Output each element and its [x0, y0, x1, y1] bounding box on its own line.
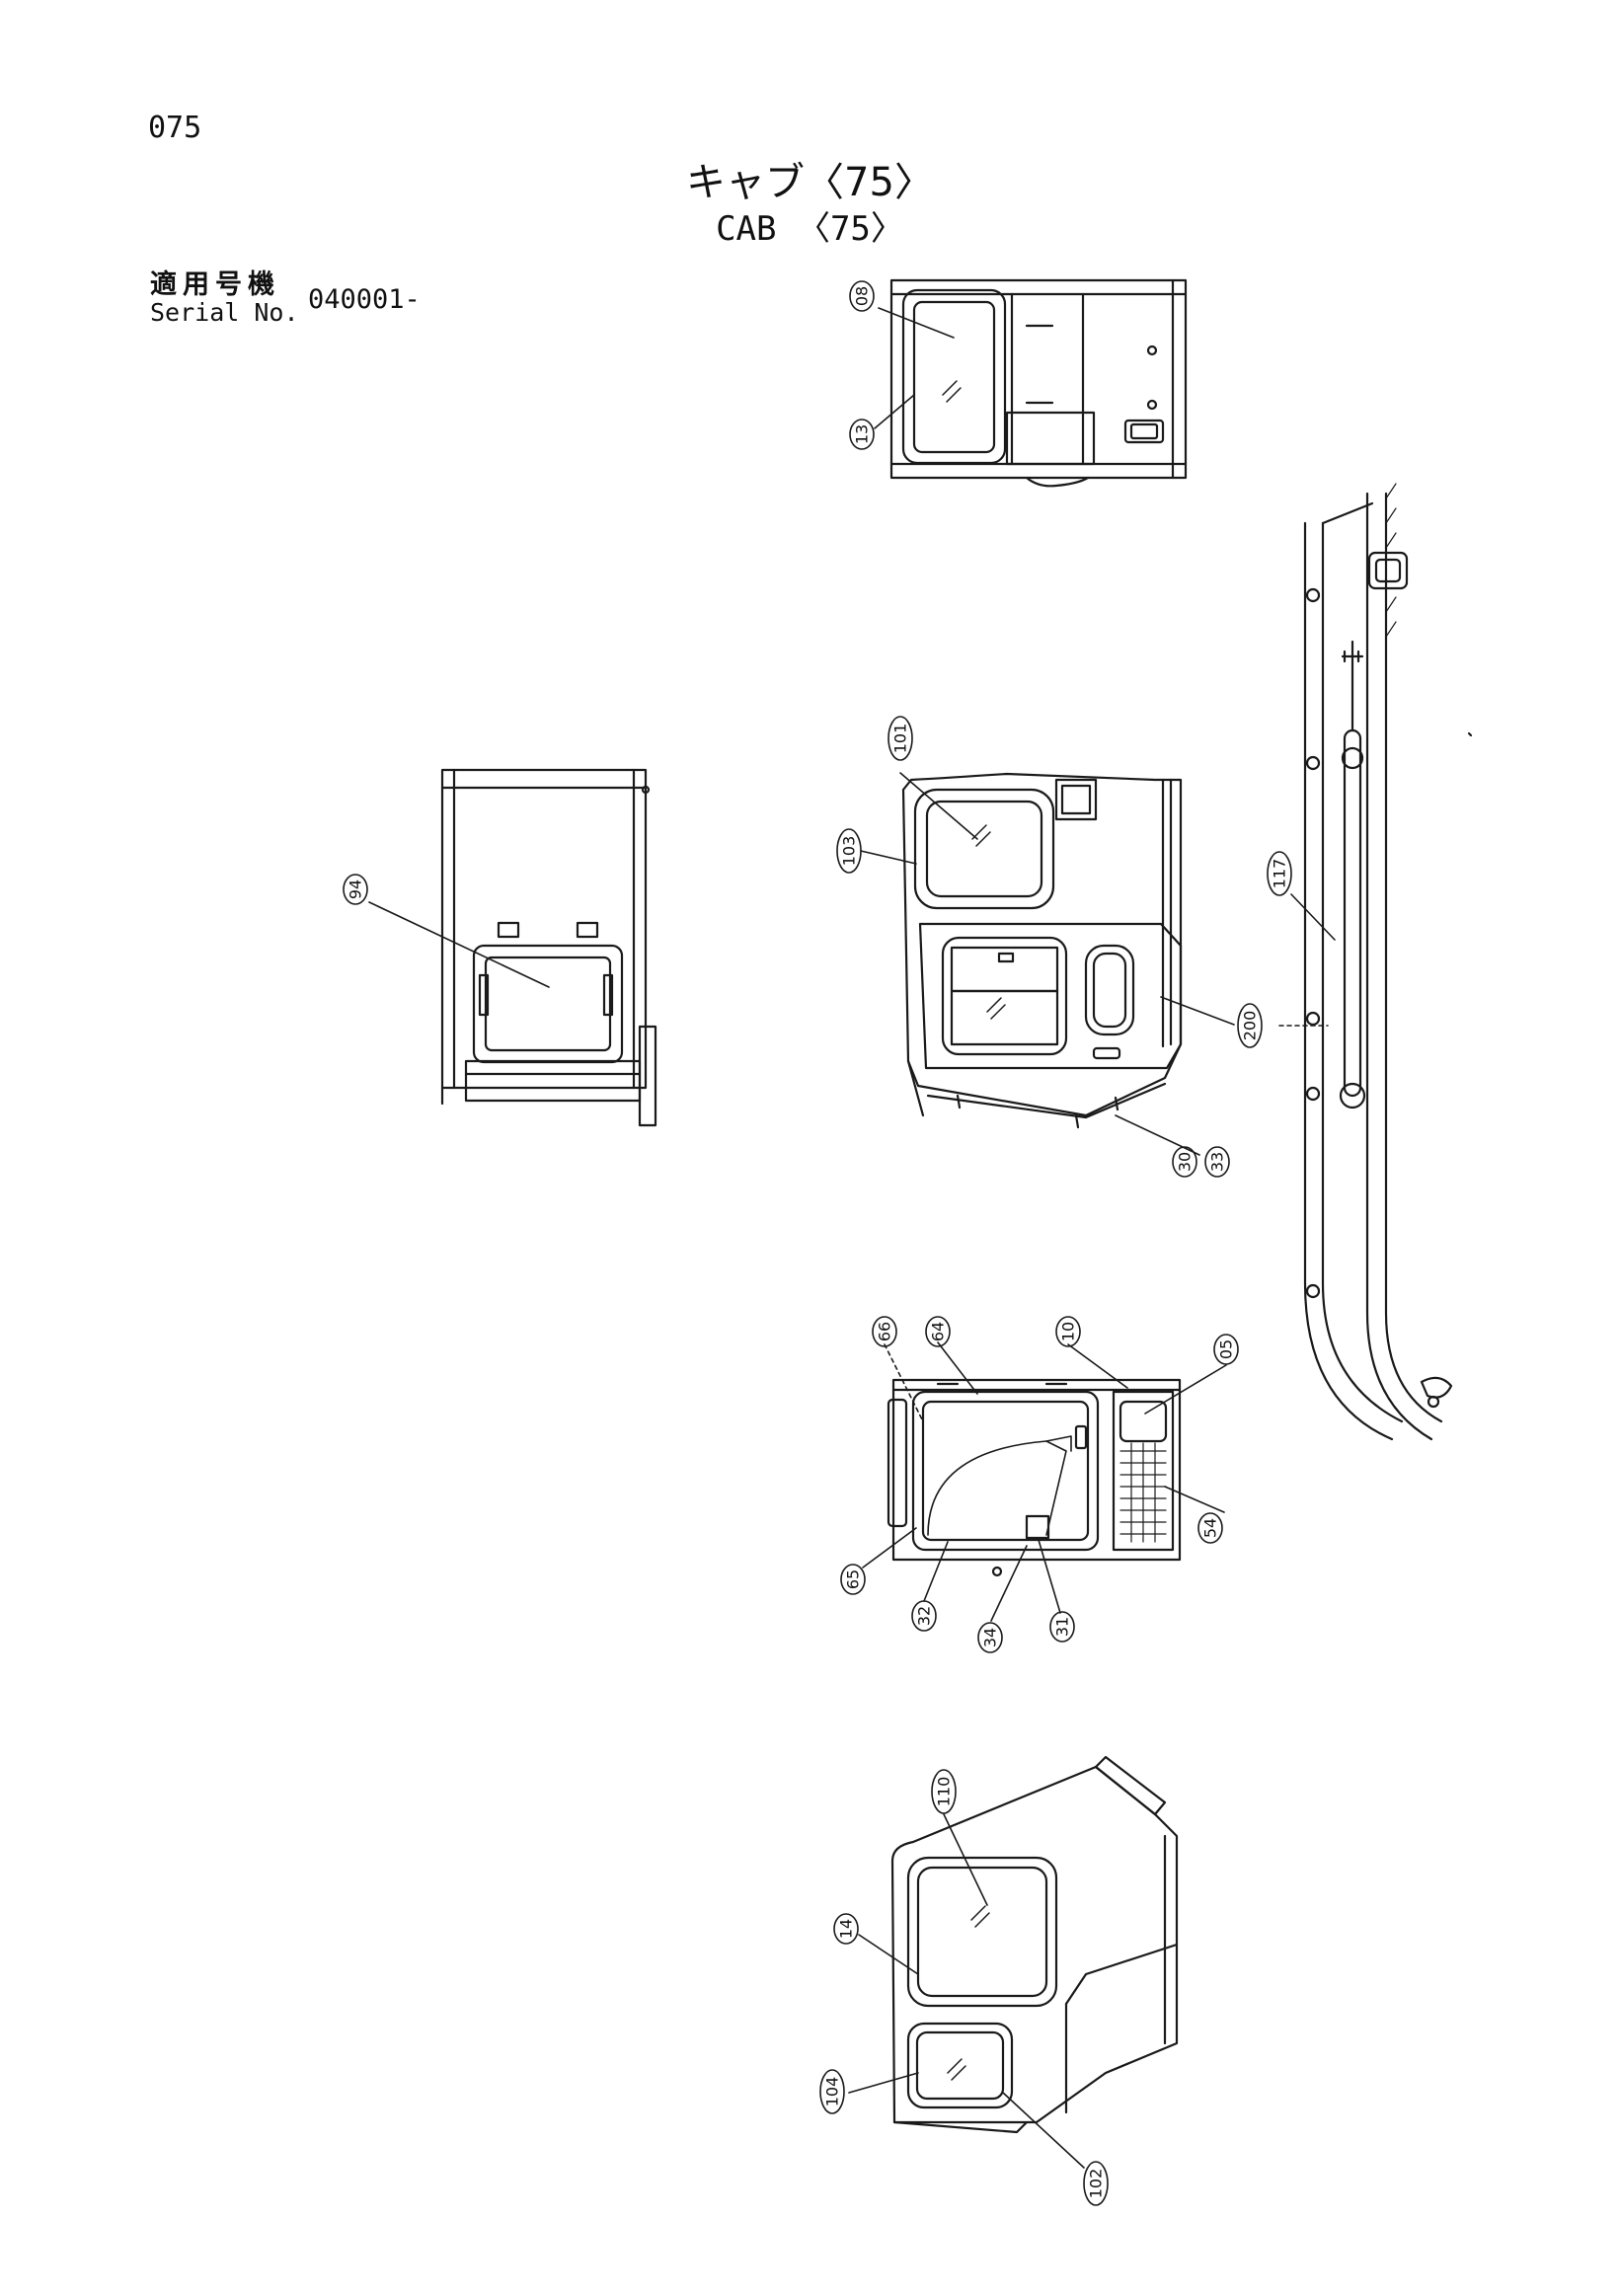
front-glass: [921, 1400, 1090, 1542]
roof-hatch-box: [1005, 411, 1096, 466]
upper-window-frame: [913, 788, 1055, 910]
handrail-outer: [1384, 492, 1443, 1423]
front-grille: [1112, 1390, 1175, 1552]
gas-strut: [1343, 728, 1362, 1098]
callout-102: 102: [1087, 2169, 1106, 2199]
callout-31: 31: [1053, 1617, 1072, 1637]
callout-104: 104: [823, 2077, 842, 2107]
front-window-frame: [911, 1390, 1100, 1552]
page-number: 075: [148, 111, 202, 145]
callout-94: 94: [347, 880, 365, 899]
view-roof: [889, 278, 1188, 488]
callout-34: 34: [981, 1628, 1000, 1647]
callout-bubbles: [343, 280, 1292, 2206]
callout-65: 65: [844, 1569, 863, 1589]
right-lower-window-frame: [906, 2022, 1014, 2109]
callout-66: 66: [876, 1322, 894, 1341]
callout-33: 33: [1208, 1152, 1227, 1172]
callout-30: 30: [1176, 1152, 1195, 1172]
door-small-window: [1084, 944, 1135, 1036]
rear-glass: [484, 956, 612, 1052]
door-window-frame: [941, 936, 1068, 1056]
view-right-side: [890, 1755, 1179, 2134]
view-rear: [440, 768, 657, 1127]
view-handrail: [1303, 483, 1473, 1441]
callout-117: 117: [1271, 859, 1289, 889]
right-upper-window-frame: [906, 1856, 1058, 2008]
page-title-japanese: キャブ〈75〉: [686, 160, 934, 205]
callout-200: 200: [1241, 1011, 1260, 1041]
callout-08: 08: [853, 286, 872, 306]
callout-110: 110: [935, 1777, 954, 1807]
callout-05: 05: [1217, 1339, 1236, 1359]
callout-54: 54: [1201, 1518, 1220, 1538]
callout-64: 64: [929, 1322, 948, 1341]
serial-number-value: 040001-: [308, 284, 421, 315]
page-title-english: CAB 〈75〉: [716, 209, 904, 249]
callout-32: 32: [915, 1606, 934, 1626]
callout-101: 101: [891, 724, 910, 754]
callout-13: 13: [853, 424, 872, 444]
callout-103: 103: [840, 836, 859, 867]
roof-window-frame: [901, 288, 1007, 465]
door-panel: [918, 922, 1183, 1070]
leader-lines: [368, 307, 1336, 2169]
upper-glass: [925, 800, 1043, 898]
left-side-body: [901, 772, 1183, 1117]
right-side-body: [890, 1765, 1179, 2124]
view-left-side: [901, 772, 1183, 1129]
roof-glass: [912, 300, 996, 454]
right-upper-glass: [916, 1866, 1048, 1998]
callout-10: 10: [1059, 1322, 1078, 1341]
serial-label-english: Serial No.: [150, 298, 299, 327]
right-lower-glass: [915, 2030, 1005, 2101]
serial-label-japanese: 適用号機: [150, 269, 280, 300]
callout-numbers: 08 13 94 101 103 200 30 33 117 66 64 10 …: [347, 286, 1289, 2198]
view-front: [887, 1378, 1182, 1577]
rear-window-frame: [472, 944, 624, 1064]
callout-14: 14: [837, 1919, 856, 1939]
